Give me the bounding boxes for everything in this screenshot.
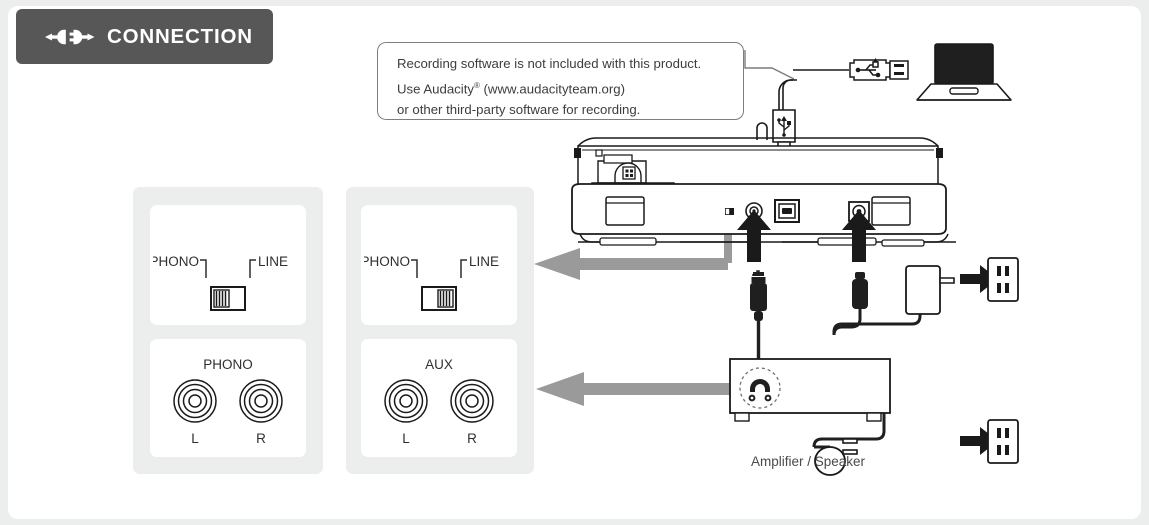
phono-rca-jacks-icon: L R <box>173 379 283 446</box>
usb-a-to-b-cable <box>778 79 797 114</box>
phono-jack-title: PHONO <box>203 357 253 372</box>
note-line-1: Recording software is not included with … <box>397 56 702 71</box>
wall-outlet-bottom <box>987 419 1019 464</box>
audio-input-jack[interactable] <box>748 379 772 402</box>
3.5mm-audio-cable <box>750 270 767 371</box>
ac-power-plug <box>812 413 886 476</box>
section-header-title: CONNECTION <box>107 24 253 48</box>
phono-jack-card: PHONO L R <box>150 339 306 457</box>
usb-b-plug <box>772 109 796 151</box>
up-arrow-audio <box>737 210 771 262</box>
note-line-2-suffix: (www.audacityteam.org) <box>479 80 625 96</box>
amplifier-speaker <box>729 358 891 476</box>
switch-right-label: LINE <box>258 254 288 269</box>
usb-a-plug <box>793 58 909 81</box>
plug-connector-icon <box>45 29 95 44</box>
note-line-2: Use Audacity® (www.audacityteam.org) <box>397 75 701 100</box>
aux-rca-jacks-icon: L R <box>384 379 494 446</box>
phono-jack-right-label: R <box>256 431 266 446</box>
aux-jack-left-label: L <box>402 431 410 446</box>
phono-switch-illustration: PHONO LINE <box>150 205 306 325</box>
laptop-computer <box>916 43 1012 101</box>
wall-outlet-top <box>987 257 1019 302</box>
aux-switch-illustration: PHONO LINE <box>361 205 517 325</box>
note-callout: Recording software is not included with … <box>377 42 744 120</box>
up-arrow-power <box>842 210 876 262</box>
callout-tail-icon <box>744 50 794 80</box>
note-line-3: or other third-party software for record… <box>397 102 641 118</box>
left-arrow-to-jack-panel <box>536 372 746 406</box>
phono-option-group: PHONO LINE PHONO <box>133 187 323 474</box>
aux-jack-right-label: R <box>467 431 477 446</box>
line-switch-icon: PHONO LINE <box>364 254 499 311</box>
phono-line-switch[interactable] <box>725 208 734 215</box>
switch-right-label: LINE <box>469 254 499 269</box>
usb-trident-icon <box>855 58 881 78</box>
aux-switch-card: PHONO LINE <box>361 205 517 325</box>
ac-power-adapter <box>832 265 955 336</box>
section-header-badge: CONNECTION <box>16 9 273 64</box>
registered-mark: ® <box>473 80 480 90</box>
note-line-2-prefix: Use Audacity <box>397 80 474 96</box>
note-callout-text: Recording software is not included with … <box>397 53 701 121</box>
aux-jack-title: AUX <box>425 357 453 372</box>
left-arrow-to-switch-panel <box>534 229 732 280</box>
phono-switch-card: PHONO LINE <box>150 205 306 325</box>
switch-left-label: PHONO <box>153 254 199 269</box>
usb-b-port[interactable] <box>774 199 800 223</box>
aux-option-group: PHONO LINE AUX <box>346 187 534 474</box>
usb-trident-icon-b <box>777 116 791 137</box>
switch-left-label: PHONO <box>364 254 410 269</box>
amplifier-speaker-label: Amplifier / Speaker <box>751 454 866 469</box>
phono-line-switch-icon: PHONO LINE <box>153 254 288 311</box>
aux-jack-card: AUX L R <box>361 339 517 457</box>
phono-jack-left-label: L <box>191 431 199 446</box>
